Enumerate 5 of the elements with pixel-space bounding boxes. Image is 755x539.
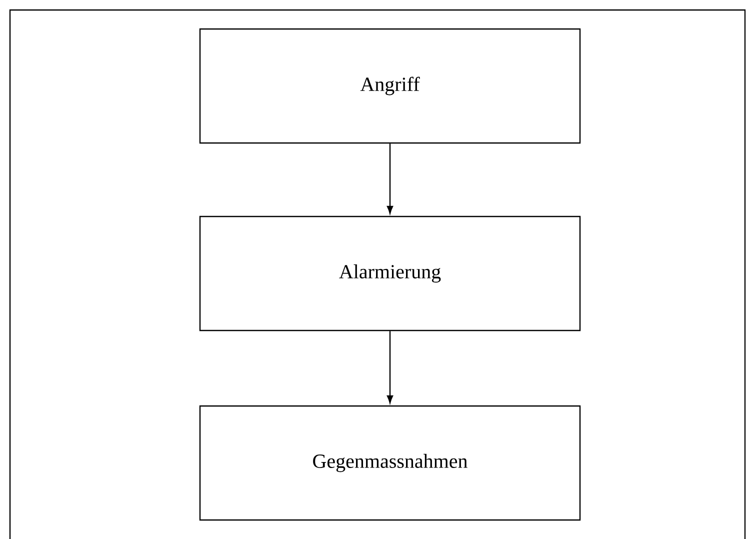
arrow	[386, 331, 394, 404]
process-box: Angriff	[199, 28, 581, 144]
arrow	[386, 144, 394, 214]
process-box: Gegenmassnahmen	[199, 405, 581, 521]
process-box: Alarmierung	[199, 216, 581, 332]
